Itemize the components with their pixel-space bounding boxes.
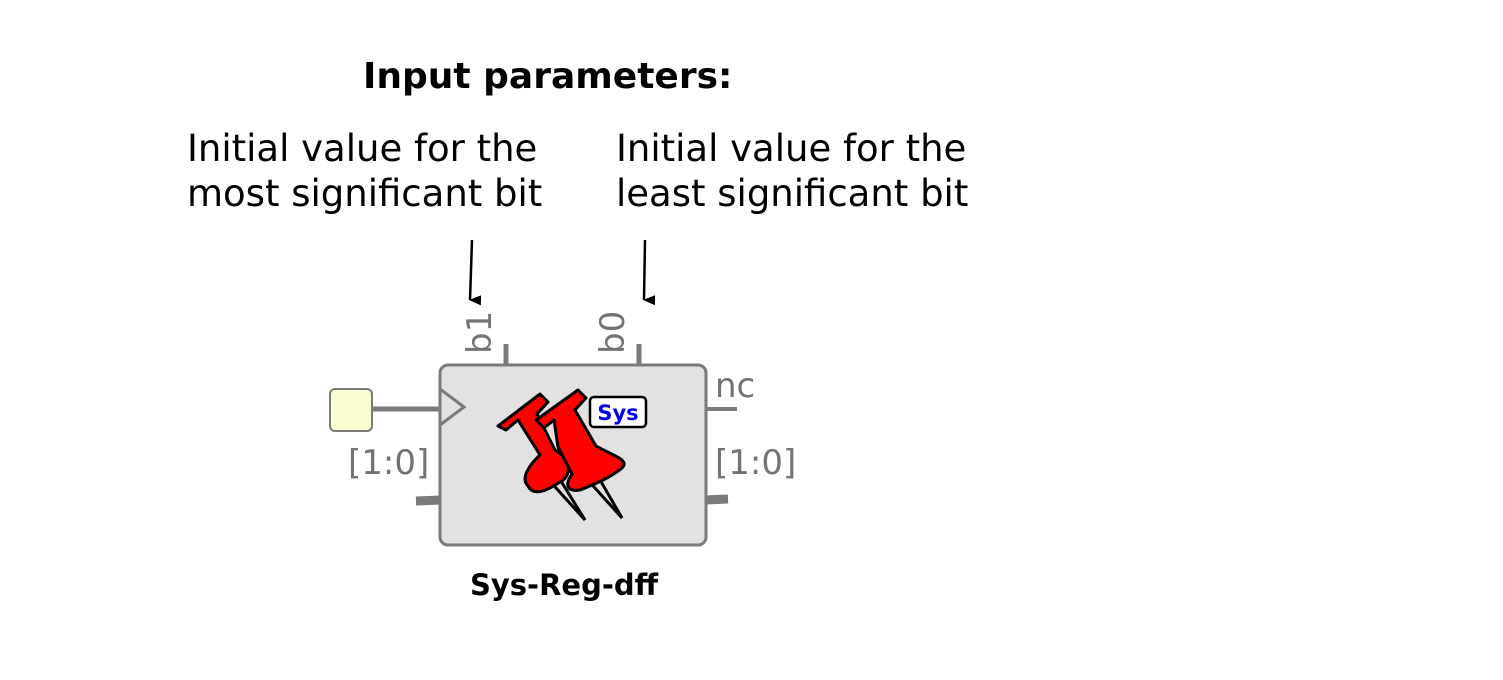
arrow-to-b0 — [642, 239, 656, 306]
arrow-to-b1 — [468, 239, 482, 306]
block-name: Sys-Reg-dff — [470, 568, 659, 602]
clock-input-box[interactable] — [329, 388, 373, 432]
nc-label: nc — [715, 366, 756, 406]
sys-badge-box — [588, 395, 648, 429]
param-b0-description: Initial value for the least significant … — [616, 127, 969, 215]
heading: Input parameters: — [363, 56, 733, 97]
output-width-label: [1:0] — [715, 443, 797, 483]
pushpin-icon — [496, 388, 626, 522]
sys-badge-label: Sys — [597, 401, 638, 425]
input-width-label: [1:0] — [348, 443, 430, 483]
data-input-stub — [415, 495, 442, 506]
param-b1-description: Initial value for the most significant b… — [187, 127, 543, 215]
pin-label-b1: b1 — [460, 310, 500, 354]
clock-triangle — [439, 387, 467, 427]
pin-label-b0: b0 — [593, 310, 633, 354]
data-output-stub — [704, 494, 729, 505]
